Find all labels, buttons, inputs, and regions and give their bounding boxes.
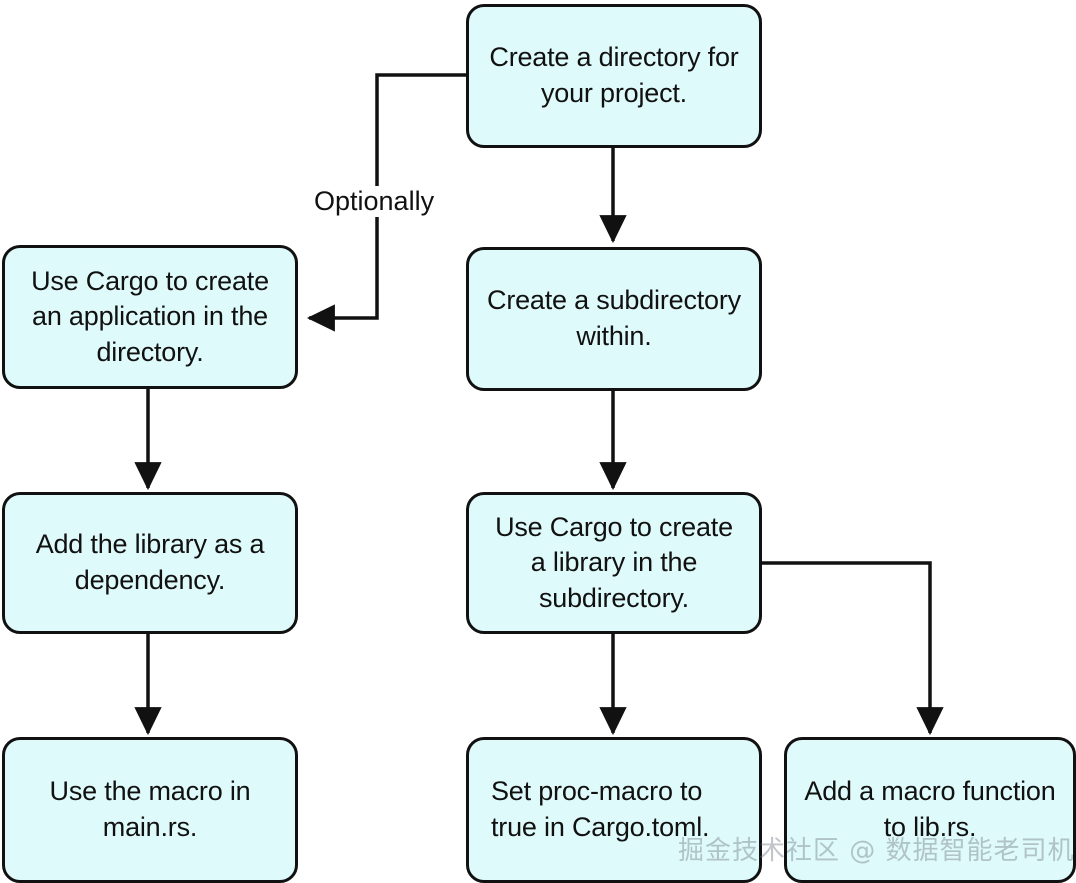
- node-set-proc-macro[interactable]: Set proc-macro to true in Cargo.toml.: [466, 737, 762, 883]
- node-add-macro-function[interactable]: Add a macro function to lib.rs.: [784, 737, 1076, 883]
- node-use-macro-main[interactable]: Use the macro in main.rs.: [2, 737, 298, 883]
- connector-library-to-macro-function: [762, 561, 944, 736]
- node-create-subdirectory[interactable]: Create a subdirectory within.: [466, 247, 762, 391]
- node-add-macro-function-label: Add a macro function to lib.rs.: [804, 776, 1056, 842]
- node-use-macro-main-label: Use the macro in main.rs.: [49, 776, 251, 842]
- node-add-library-dependency-label: Add the library as a dependency.: [35, 529, 265, 595]
- node-create-subdirectory-label: Create a subdirectory within.: [487, 285, 741, 351]
- node-create-directory[interactable]: Create a directory for your project.: [466, 4, 762, 148]
- node-set-proc-macro-label: Set proc-macro to true in Cargo.toml.: [491, 776, 710, 842]
- node-cargo-application[interactable]: Use Cargo to create an application in th…: [2, 245, 298, 389]
- node-create-directory-label: Create a directory for your project.: [489, 42, 739, 108]
- node-cargo-library[interactable]: Use Cargo to create a library in the sub…: [466, 492, 762, 634]
- node-add-library-dependency[interactable]: Add the library as a dependency.: [2, 492, 298, 634]
- edge-label-optionally: Optionally: [310, 186, 439, 217]
- node-cargo-application-label: Use Cargo to create an application in th…: [31, 265, 269, 367]
- node-cargo-library-label: Use Cargo to create a library in the sub…: [495, 511, 733, 613]
- watermark: 掘金技术社区 @ 数据智能老司机: [678, 836, 1075, 866]
